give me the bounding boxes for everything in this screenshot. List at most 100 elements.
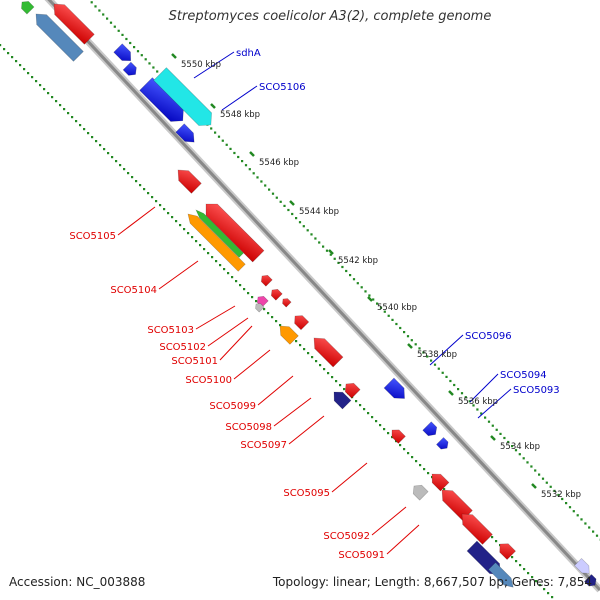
ruler-dot	[210, 127, 213, 130]
ruler-dot	[248, 168, 251, 171]
gene-label: SCO5098	[225, 422, 272, 433]
ruler-dot	[414, 343, 417, 346]
gene-sco5106	[153, 67, 212, 126]
ruler-dot	[268, 188, 271, 191]
ruler-dot	[449, 379, 452, 383]
gene-forward	[383, 377, 405, 399]
tick-mark	[367, 296, 373, 302]
ruler-dot	[331, 376, 334, 379]
ruler-dot	[514, 449, 518, 452]
ruler-dot	[133, 46, 136, 49]
ruler-dot	[71, 116, 74, 119]
ruler-dot	[410, 339, 413, 342]
ruler-dot	[395, 322, 398, 326]
ruler-dot	[584, 522, 587, 525]
ruler-dot	[219, 264, 222, 267]
gene-forward	[175, 123, 195, 143]
gene-label-leader	[371, 506, 407, 536]
ruler-dot	[306, 229, 309, 232]
ruler-dot	[83, 128, 86, 131]
ruler-dot	[399, 326, 402, 330]
ruler-dot	[123, 168, 126, 171]
ruler-dot	[155, 200, 158, 203]
ruler-dot	[426, 355, 429, 358]
ruler-dot	[298, 221, 302, 224]
ruler-dot	[247, 292, 250, 295]
ruler-dot	[443, 488, 446, 491]
gene-sco5104-green-shape	[195, 209, 244, 258]
tick-label: 5540 kbp	[377, 303, 417, 313]
ruler-dot	[457, 388, 460, 391]
ruler-dot	[364, 290, 367, 293]
ruler-dot	[433, 363, 437, 366]
ruler-dot	[275, 320, 278, 323]
ruler-dot	[303, 348, 306, 351]
ruler-dot	[243, 288, 246, 291]
gene-label: SCO5096	[465, 331, 512, 342]
ruler-dot	[75, 120, 78, 123]
ruler-dot	[561, 497, 564, 501]
ruler-dot	[199, 244, 202, 247]
tick-label: 5536 kbp	[458, 397, 498, 407]
gene-reverse	[53, 3, 95, 45]
ruler-dot	[527, 572, 530, 575]
gene-forward-faded	[574, 558, 590, 574]
ruler-dot	[191, 236, 194, 239]
gene-sco5092	[412, 484, 429, 501]
tick-label: 5550 kbp	[181, 60, 221, 70]
gene-reverse	[313, 337, 344, 368]
ruler-dot	[441, 371, 444, 374]
gene-label: SCO5092	[323, 531, 370, 542]
ruler-dot	[140, 54, 143, 57]
ruler-dot	[539, 584, 542, 587]
tick-mark	[407, 343, 413, 349]
ruler-dot	[51, 96, 54, 99]
gene-label-leader	[273, 397, 312, 427]
ruler-dot	[59, 104, 62, 107]
gene-sco5104-green	[195, 209, 244, 258]
ruler-dot	[7, 52, 10, 55]
ruler-dot	[323, 368, 326, 371]
ruler-dot	[531, 576, 534, 579]
ruler-dot	[314, 237, 317, 240]
ruler-dot	[107, 152, 110, 155]
ruler-dot	[113, 25, 116, 28]
ruler-dot	[135, 180, 138, 183]
ruler-dot	[415, 460, 418, 463]
ruler-dot	[237, 155, 240, 159]
tick-mark	[210, 103, 216, 109]
ruler-dot	[179, 224, 182, 227]
ruler-dot	[341, 265, 344, 269]
gene-label-leader	[477, 388, 512, 419]
ruler-dot	[407, 452, 410, 455]
ruler-dot	[227, 272, 230, 275]
genome-summary-label: Topology: linear; Length: 8,667,507 bp; …	[272, 575, 592, 589]
ruler-dot	[3, 48, 6, 51]
gene-reverse-shape	[391, 429, 406, 444]
gene-forward	[436, 437, 449, 450]
ruler-dot	[143, 188, 146, 191]
ruler-dot	[343, 388, 346, 391]
ruler-dot	[111, 156, 114, 159]
gene-reverse-shape	[53, 3, 95, 45]
ruler-dot	[523, 568, 526, 571]
ruler-dot	[102, 13, 105, 16]
ruler-dot	[279, 324, 282, 327]
ruler-dot	[403, 331, 406, 334]
gene-reverse	[177, 169, 202, 194]
ruler-dot	[94, 5, 97, 8]
ruler-dot	[480, 412, 483, 415]
ruler-dot	[63, 108, 66, 111]
gene-reverse	[282, 298, 292, 308]
ruler-dot	[151, 196, 154, 199]
ruler-dot	[595, 534, 599, 537]
ruler-dot	[515, 560, 518, 563]
gene-label: SCO5094	[500, 370, 547, 381]
ruler-dot	[11, 56, 14, 59]
tick-label: 5534 kbp	[500, 442, 540, 452]
gene-reverse-steel-shape	[35, 13, 84, 62]
ruler-dot	[367, 412, 370, 415]
ruler-dot	[67, 112, 70, 115]
ruler-dot	[90, 1, 93, 4]
